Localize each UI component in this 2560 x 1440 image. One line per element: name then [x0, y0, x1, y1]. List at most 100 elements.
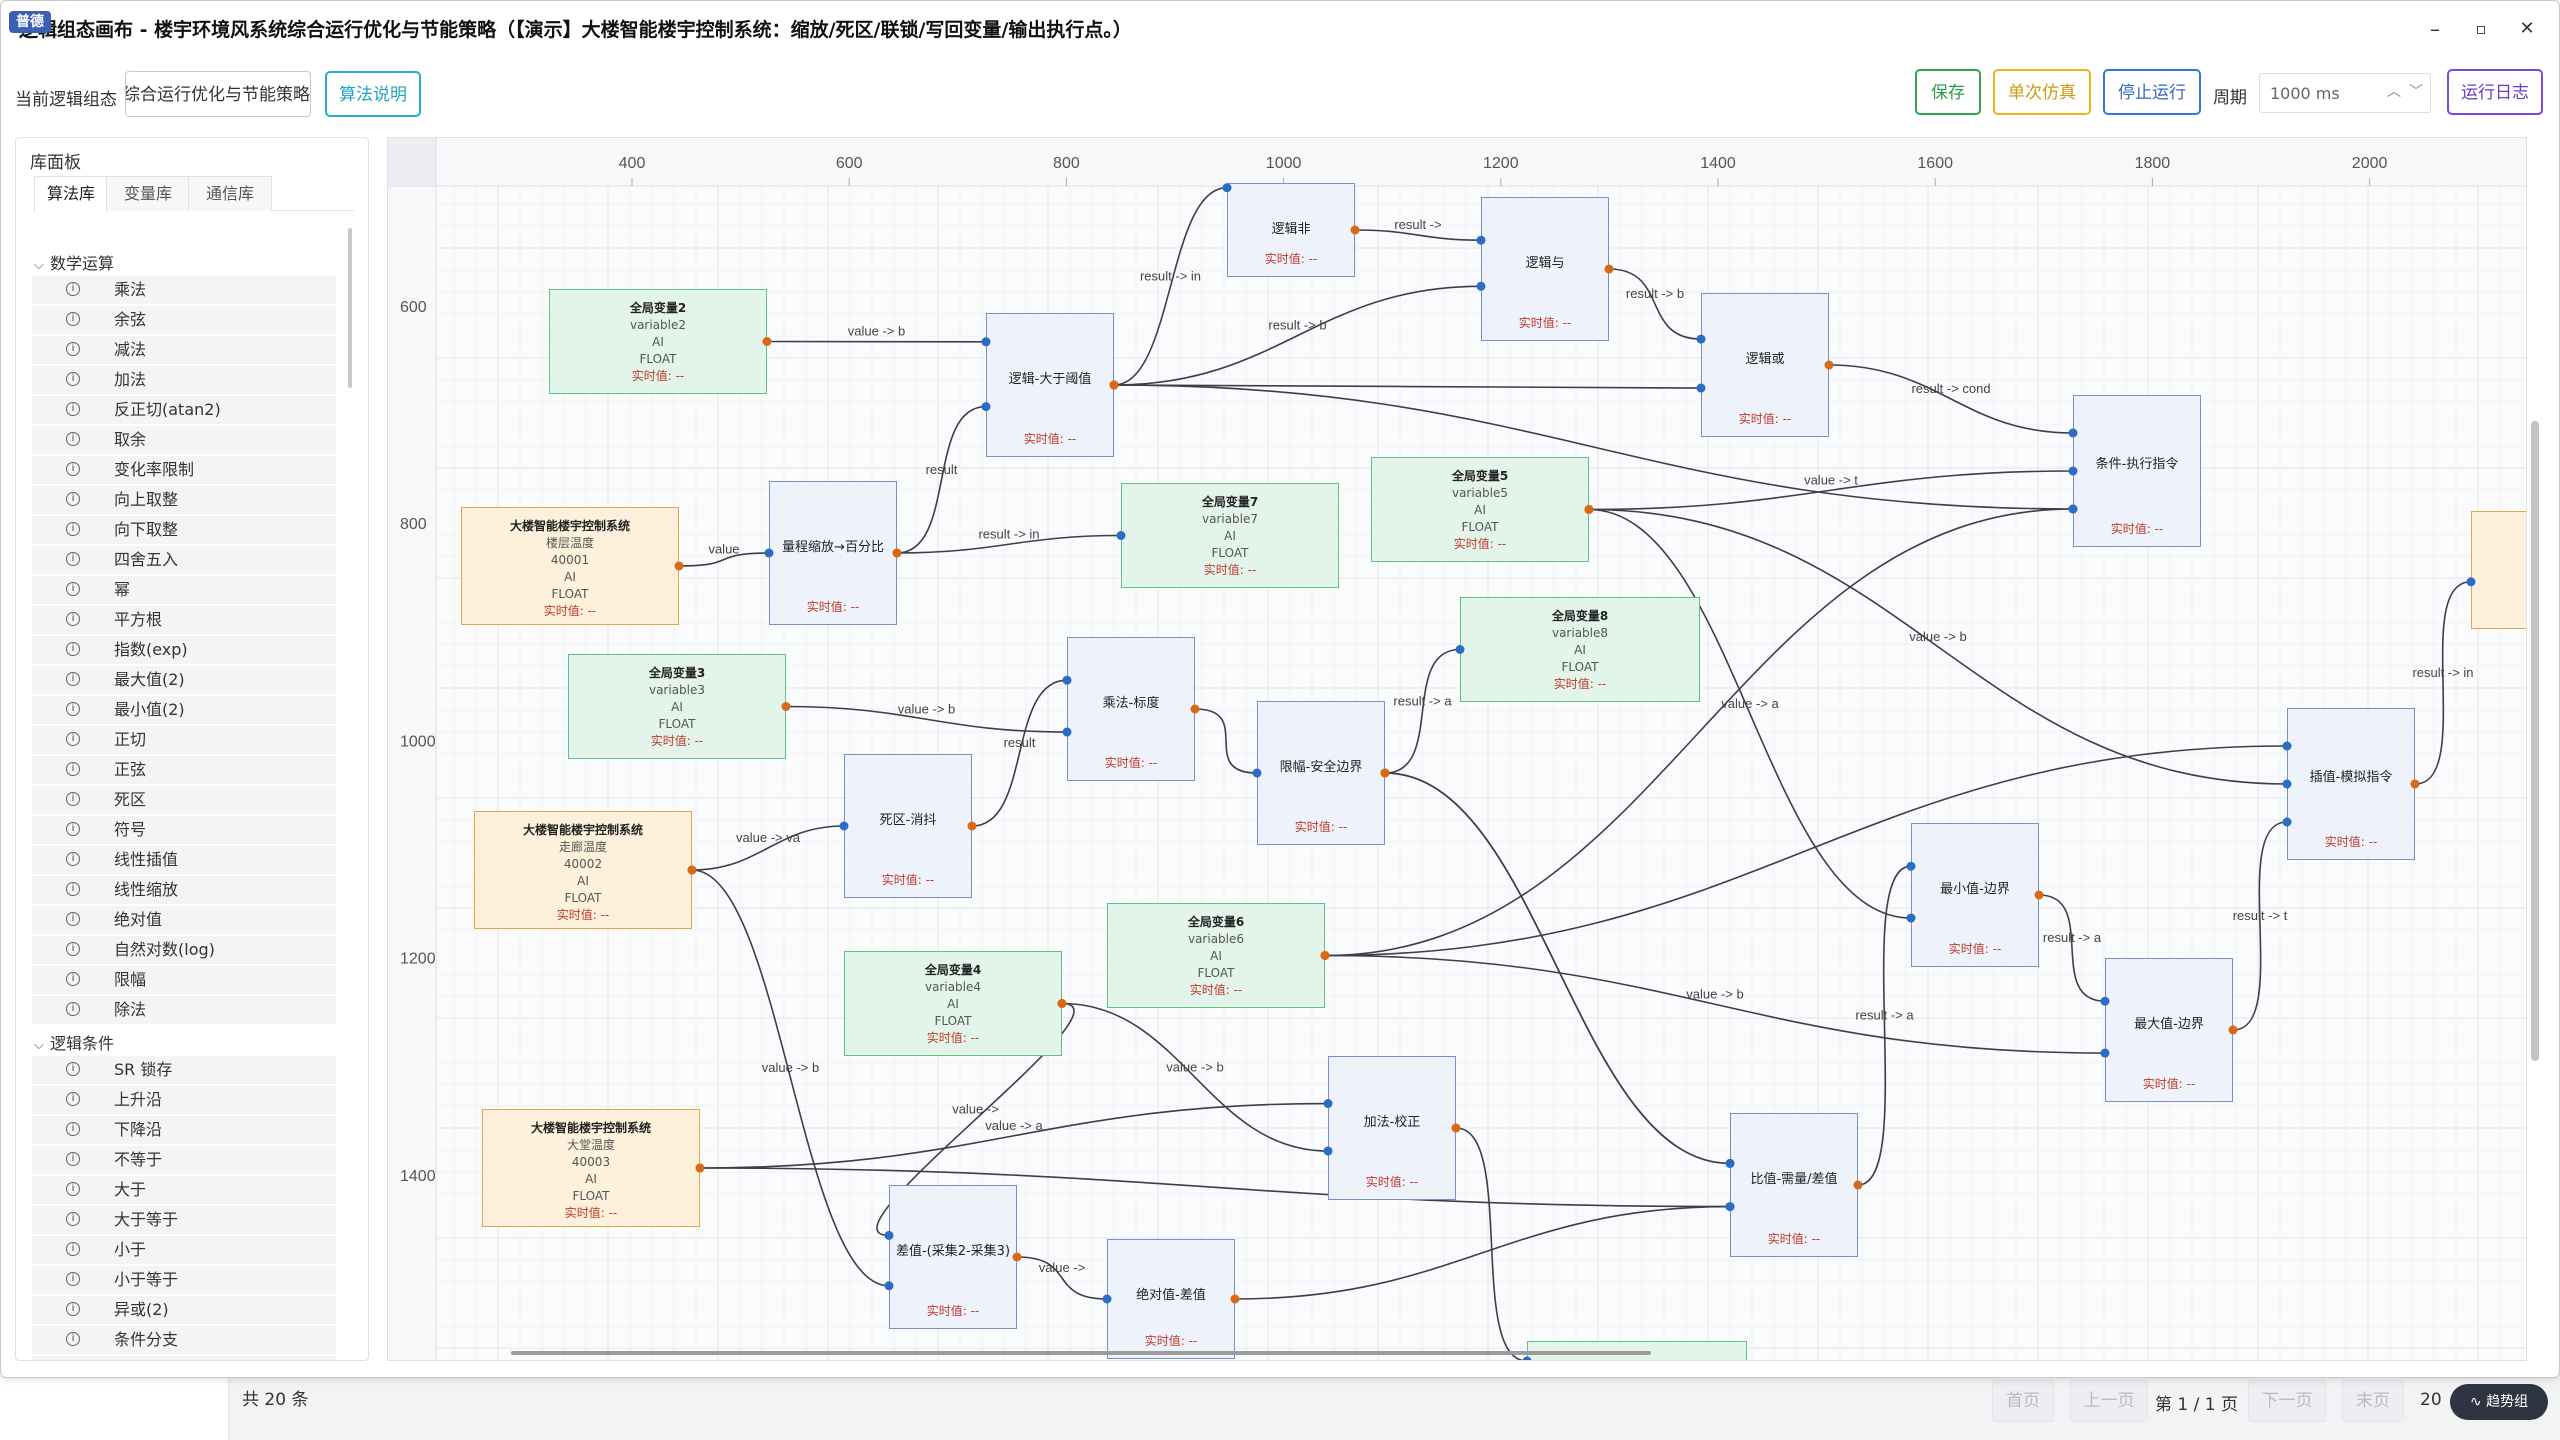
info-icon[interactable]: i — [66, 852, 80, 866]
info-icon[interactable]: i — [66, 582, 80, 596]
info-icon[interactable]: i — [66, 522, 80, 536]
info-icon[interactable]: i — [66, 972, 80, 986]
next-page-button[interactable]: 下一页 — [2248, 1380, 2326, 1422]
info-icon[interactable]: i — [66, 882, 80, 896]
node-ratio[interactable]: 比值-需量/差值实时值: -- — [1730, 1113, 1858, 1257]
info-icon[interactable]: i — [66, 1122, 80, 1136]
node-gvbottom[interactable] — [1527, 1341, 1747, 1360]
canvas-vertical-scrollbar[interactable] — [2531, 421, 2539, 1061]
run-log-button[interactable]: 运行日志 — [2447, 69, 2543, 115]
page-size[interactable]: 20 — [2420, 1390, 2442, 1410]
tab-variable-library[interactable]: 变量库 — [106, 176, 190, 211]
info-icon[interactable]: i — [66, 942, 80, 956]
info-icon[interactable]: i — [66, 1062, 80, 1076]
info-icon[interactable]: i — [66, 1242, 80, 1256]
period-input[interactable]: 1000 ms — [2259, 73, 2431, 113]
current-logic-select[interactable]: 楼宇环境风系统综合运行优化与节能策略 — [125, 71, 311, 117]
period-stepper[interactable]: ︿﹀ — [2387, 81, 2423, 101]
close-button[interactable]: ✕ — [2519, 18, 2535, 39]
trend-button[interactable]: ∿ 趋势组 — [2450, 1384, 2548, 1420]
info-icon[interactable]: i — [66, 1002, 80, 1016]
info-icon[interactable]: i — [66, 642, 80, 656]
node-scale[interactable]: 量程缩放→百分比实时值: -- — [769, 481, 897, 625]
node-and[interactable]: 逻辑与实时值: -- — [1481, 197, 1609, 341]
info-icon[interactable]: i — [66, 342, 80, 356]
node-abs[interactable]: 绝对值-差值实时值: -- — [1107, 1239, 1235, 1359]
info-icon[interactable]: i — [66, 702, 80, 716]
node-mul[interactable]: 乘法-标度实时值: -- — [1067, 637, 1195, 781]
category-math[interactable]: ⌵数学运算 — [34, 250, 114, 274]
node-not[interactable]: 逻辑非实时值: -- — [1227, 183, 1355, 277]
info-icon[interactable]: i — [66, 1212, 80, 1226]
library-scrollbar[interactable] — [348, 228, 352, 388]
info-icon[interactable]: i — [66, 1302, 80, 1316]
info-icon[interactable]: i — [66, 402, 80, 416]
info-icon[interactable]: i — [66, 1182, 80, 1196]
info-icon[interactable]: i — [66, 492, 80, 506]
info-icon[interactable]: i — [66, 762, 80, 776]
node-clamp[interactable]: 限幅-安全边界实时值: -- — [1257, 701, 1385, 845]
info-icon[interactable]: i — [66, 912, 80, 926]
info-icon[interactable]: i — [66, 732, 80, 746]
chevron-up-icon[interactable]: ︿ — [2387, 84, 2401, 100]
info-icon[interactable]: i — [66, 1272, 80, 1286]
node-dz[interactable]: 死区-消抖实时值: -- — [844, 754, 972, 898]
last-page-button[interactable]: 末页 — [2342, 1380, 2404, 1422]
maximize-button[interactable]: ▫ — [2475, 19, 2487, 38]
info-icon[interactable]: i — [66, 612, 80, 626]
first-page-button[interactable]: 首页 — [1992, 1380, 2054, 1422]
category-logic[interactable]: ⌵逻辑条件 — [34, 1030, 114, 1054]
minimize-button[interactable]: – — [2430, 17, 2440, 41]
stop-run-button[interactable]: 停止运行 — [2103, 69, 2201, 115]
canvas-horizontal-scrollbar[interactable] — [511, 1351, 1651, 1355]
chevron-down-icon[interactable]: ⌵ — [34, 1038, 44, 1053]
node-add[interactable]: 加法-校正实时值: -- — [1328, 1056, 1456, 1200]
info-icon[interactable]: i — [66, 462, 80, 476]
info-icon[interactable]: i — [66, 552, 80, 566]
info-icon[interactable]: i — [66, 672, 80, 686]
node-dev4[interactable] — [2471, 511, 2526, 629]
info-icon[interactable]: i — [66, 822, 80, 836]
node-cond[interactable]: 条件-执行指令实时值: -- — [2073, 395, 2201, 547]
node-gt[interactable]: 逻辑-大于阈值实时值: -- — [986, 313, 1114, 457]
info-icon[interactable]: i — [66, 1152, 80, 1166]
tab-algorithm-library[interactable]: 算法库 — [34, 176, 108, 212]
info-icon[interactable]: i — [66, 792, 80, 806]
node-or[interactable]: 逻辑或实时值: -- — [1701, 293, 1829, 437]
single-sim-button[interactable]: 单次仿真 — [1993, 69, 2091, 115]
node-max[interactable]: 最大值-边界实时值: -- — [2105, 958, 2233, 1102]
